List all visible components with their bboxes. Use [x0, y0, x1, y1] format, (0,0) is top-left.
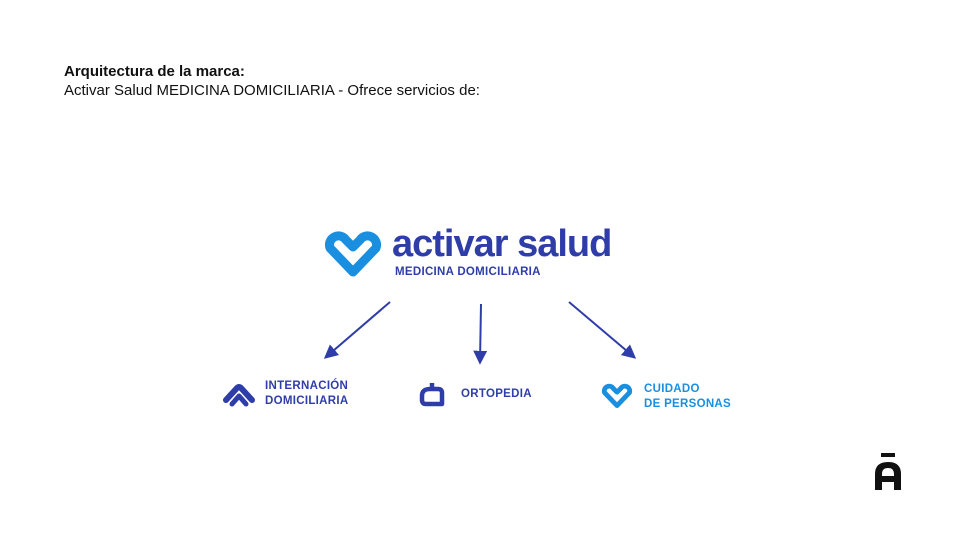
arrow-left — [323, 301, 391, 359]
heart-chevron-icon — [601, 383, 633, 409]
arrow-right — [568, 301, 637, 359]
brand-name: activar salud — [392, 223, 612, 265]
activar-salud-logo: activar salud MEDICINA DOMICILIARIA — [322, 223, 642, 286]
heart-chevron-icon — [324, 231, 382, 277]
orthopedic-a-icon — [419, 383, 445, 407]
arrow-center — [473, 303, 488, 365]
brand-tagline: MEDICINA DOMICILIARIA — [395, 266, 541, 278]
page-heading: Arquitectura de la marca: Activar Salud … — [64, 62, 480, 100]
service-ortopedia: ORTOPEDIA — [418, 380, 532, 408]
service-label-line2: DE PERSONAS — [644, 398, 732, 410]
service-cuidado: CUIDADO DE PERSONAS — [600, 382, 731, 412]
service-label-line1: CUIDADO — [644, 383, 700, 395]
page-title: Arquitectura de la marca: — [64, 63, 245, 80]
a-macron-logo-icon — [875, 453, 901, 490]
service-internacion: INTERNACIÓN DOMICILIARIA — [222, 378, 348, 410]
page-subtitle: Activar Salud MEDICINA DOMICILIARIA - Of… — [64, 82, 480, 99]
house-chevron-icon — [223, 384, 255, 407]
service-label-line2: DOMICILIARIA — [265, 395, 349, 407]
service-label-line1: ORTOPEDIA — [461, 387, 532, 400]
service-label-line1: INTERNACIÓN — [265, 380, 349, 392]
